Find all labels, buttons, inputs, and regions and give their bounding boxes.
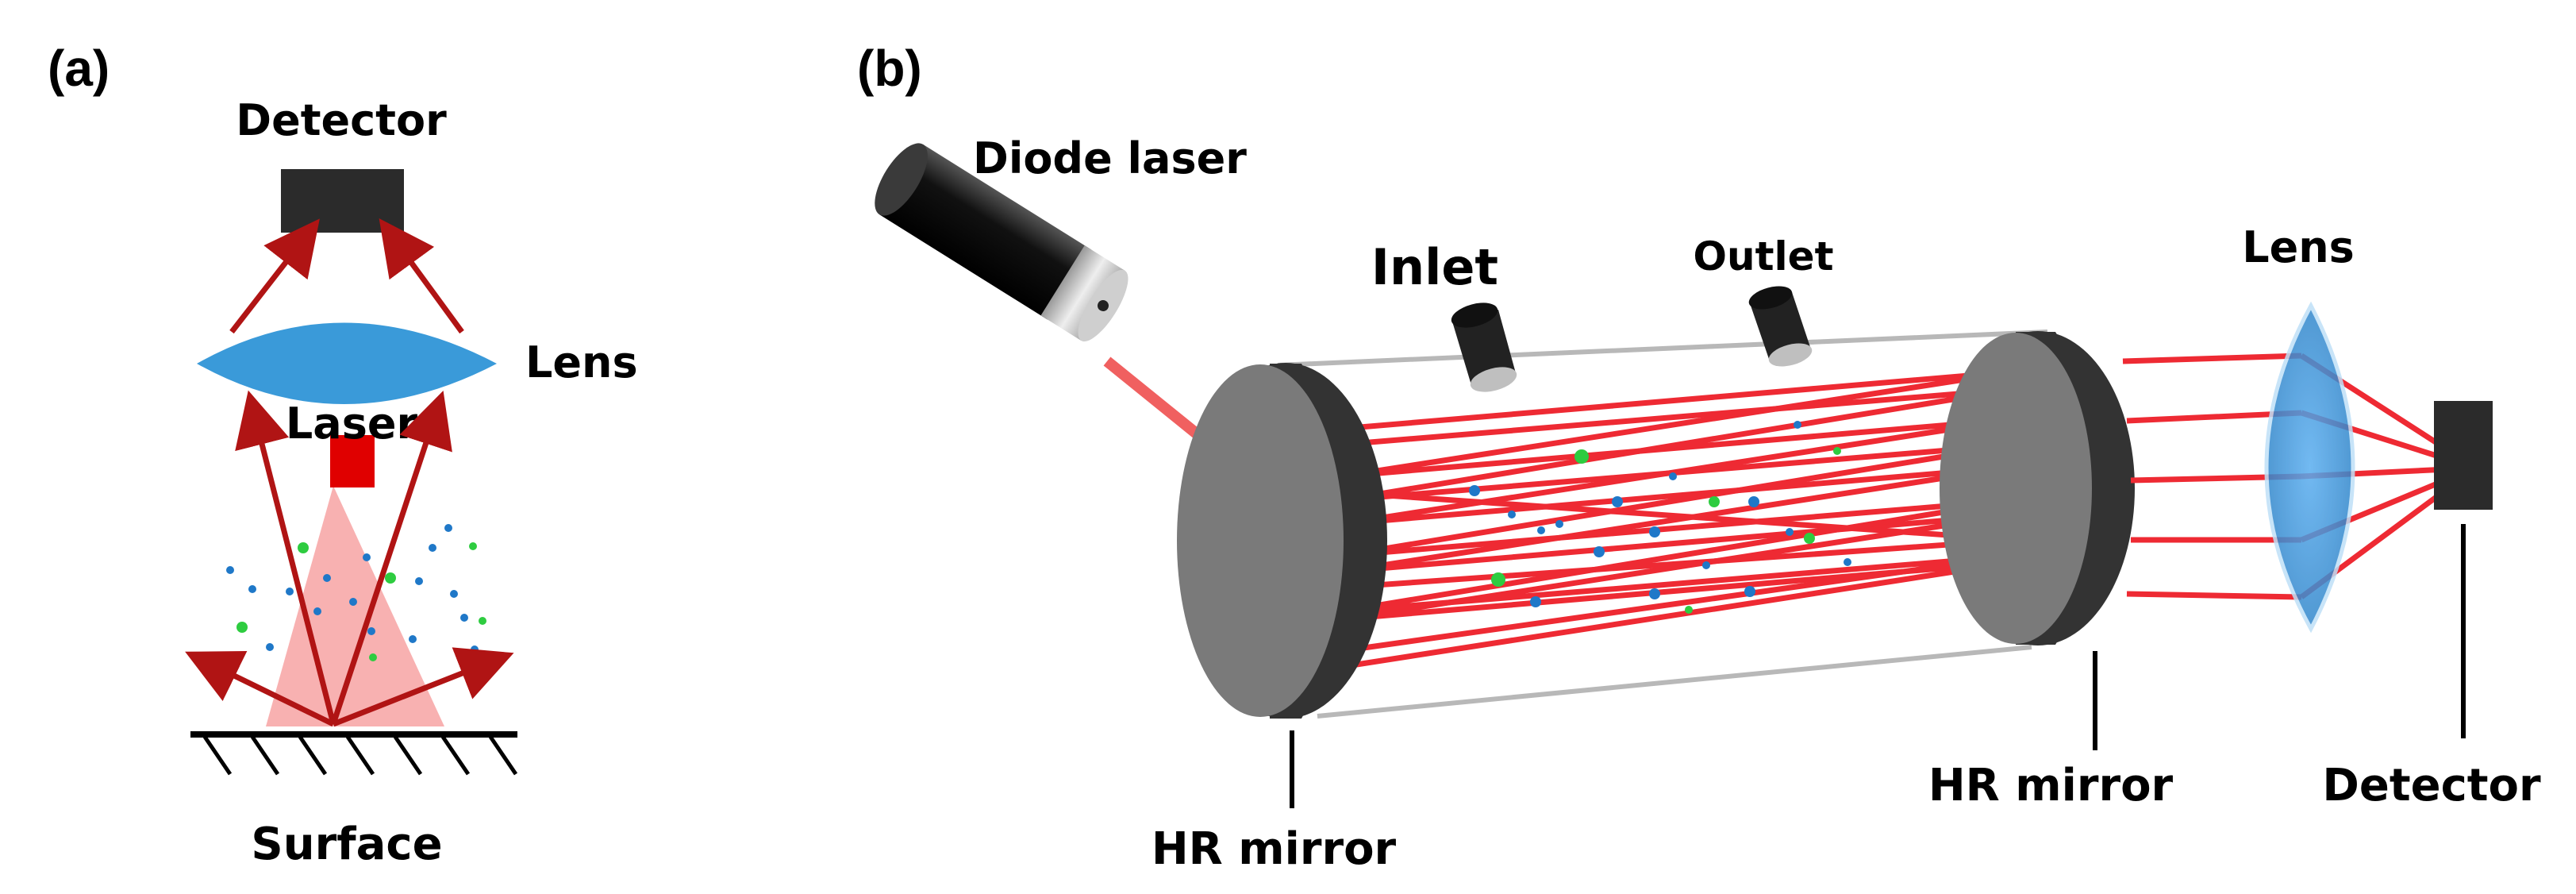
panel-a: (a) Detector Lens Laser [48, 40, 638, 870]
surface-a [190, 731, 518, 776]
laser-cone [266, 486, 444, 726]
hr-mirror-right [1940, 331, 2135, 645]
particles-b [1469, 421, 1851, 614]
lens-shape-a [197, 322, 497, 404]
incoming-beam [1103, 356, 1202, 440]
diode-laser-body [875, 143, 1128, 342]
inlet-port [1451, 302, 1517, 392]
lens-label-a: Lens [525, 337, 638, 387]
panel-b-tag: (b) [857, 40, 922, 97]
hr-mirror-left [1177, 363, 1387, 719]
cavity-tube [1277, 329, 2048, 719]
detector-block-b [2434, 401, 2493, 510]
scatter-arrows-a [185, 218, 514, 727]
panel-a-tag: (a) [48, 40, 110, 97]
hr-mirror-right-label: HR mirror [1928, 760, 2174, 811]
outlet-port [1748, 286, 1813, 367]
panel-b: (b) Diode laser Inlet [857, 40, 2541, 875]
surface-label-a: Surface [251, 819, 442, 870]
laser-block-a [330, 435, 375, 487]
diode-laser-label: Diode laser [973, 133, 1247, 183]
lens-shape-b [2264, 301, 2355, 634]
detector-block-a [281, 169, 404, 233]
laser-label-a: Laser [286, 399, 418, 449]
outlet-label: Outlet [1694, 233, 1834, 279]
detector-label-a: Detector [236, 95, 447, 145]
lens-label-b: Lens [2242, 222, 2355, 272]
hr-mirror-left-label: HR mirror [1152, 823, 1397, 875]
inlet-label: Inlet [1371, 238, 1498, 296]
cavity-beams [1340, 368, 2017, 670]
detector-label-b: Detector [2322, 760, 2541, 811]
